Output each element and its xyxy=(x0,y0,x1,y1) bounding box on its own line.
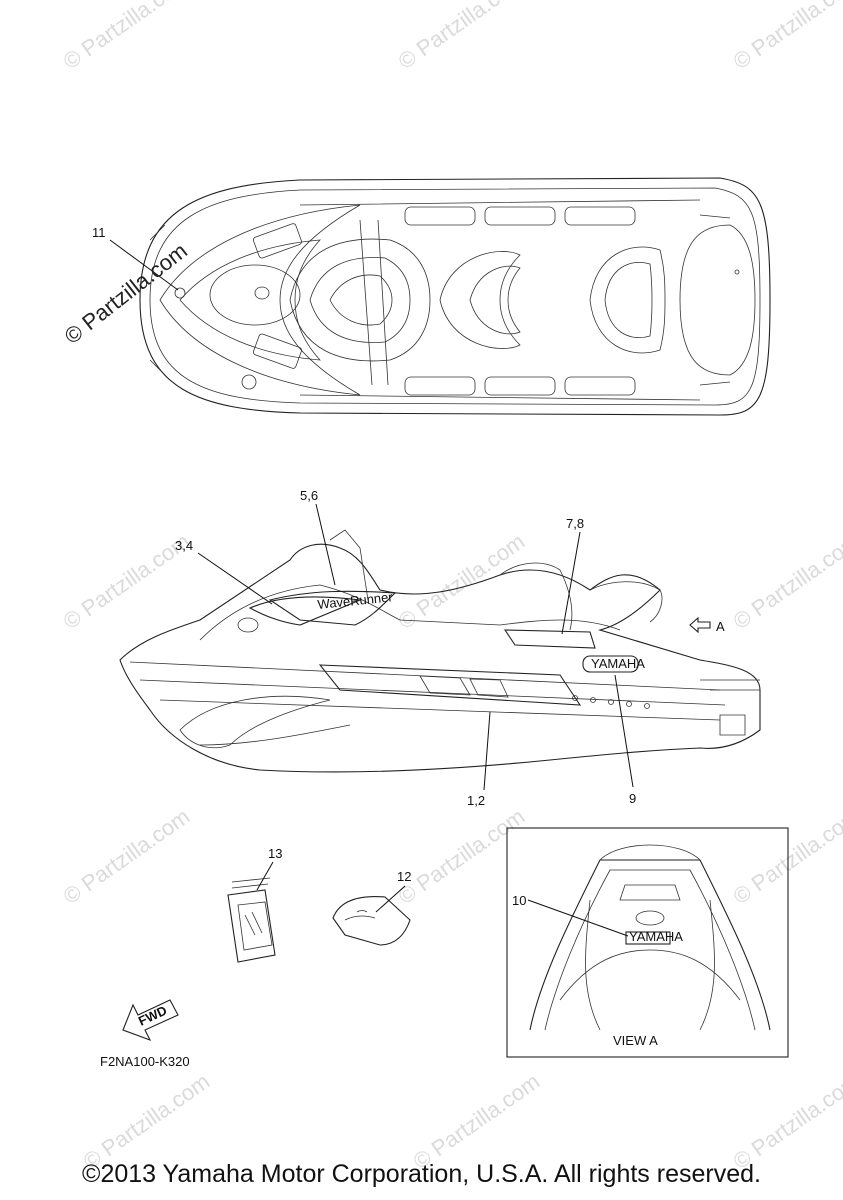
decal-yamaha-side-text: YAMAHA xyxy=(591,656,645,671)
callout-3-4: 3,4 xyxy=(175,538,193,553)
callout-9: 9 xyxy=(629,791,636,806)
decal-waverunner-text: WaveRunner xyxy=(317,589,394,612)
top-view-illustration xyxy=(139,177,771,416)
view-a-label: VIEW A xyxy=(613,1033,658,1048)
decal-sheet-13-illustration xyxy=(227,877,276,963)
watermark-layer: © Partzilla.com © Partzilla.com © Partzi… xyxy=(59,0,843,1174)
decal-front-panel xyxy=(248,596,363,626)
watermark-primary: © Partzilla.com xyxy=(60,238,192,349)
forward-arrow-icon: FWD xyxy=(122,999,179,1041)
decal-waverunner xyxy=(268,590,397,626)
decal-part-12-illustration xyxy=(332,896,411,946)
decal-yamaha-rear-text: YAMAHA xyxy=(629,929,683,944)
watermark-bottom-left: © Partzilla.com xyxy=(79,1069,215,1175)
decal-yamaha-side xyxy=(582,655,639,673)
view-direction-label: A xyxy=(716,619,725,634)
decal-side-stripe xyxy=(318,664,582,706)
diagram-code: F2NA100-K320 xyxy=(100,1054,190,1069)
callout-12: 12 xyxy=(397,869,411,884)
callout-13: 13 xyxy=(268,846,282,861)
watermark-low-right: © Partzilla.com xyxy=(729,804,843,910)
leader-lines xyxy=(109,239,634,937)
watermark-low-left: © Partzilla.com xyxy=(59,804,195,910)
view-direction-arrow-icon xyxy=(689,616,711,634)
watermark-top-mid: © Partzilla.com xyxy=(394,0,530,74)
watermark-bottom-center: © Partzilla.com xyxy=(409,1069,545,1175)
watermark-low-center: © Partzilla.com xyxy=(394,804,530,910)
watermark-mid-right: © Partzilla.com xyxy=(729,529,843,635)
copyright-notice: ©2013 Yamaha Motor Corporation, U.S.A. A… xyxy=(82,1160,761,1188)
callout-10: 10 xyxy=(512,893,526,908)
watermark-mid-center: © Partzilla.com xyxy=(394,529,530,635)
view-a-illustration: YAMAHA xyxy=(529,844,771,1031)
callout-11: 11 xyxy=(92,225,106,240)
watermark-top-right: © Partzilla.com xyxy=(729,0,843,74)
callout-1-2: 1,2 xyxy=(467,793,485,808)
callout-7-8: 7,8 xyxy=(566,516,584,531)
watermark-mid-left: © Partzilla.com xyxy=(59,529,195,635)
watermark-top-left: © Partzilla.com xyxy=(59,0,195,74)
side-view-illustration: WaveRunner YAMAHA xyxy=(119,529,761,773)
view-a-frame xyxy=(506,827,789,1058)
decal-rear-panel xyxy=(503,629,596,649)
watermark-bottom-right: © Partzilla.com xyxy=(729,1069,843,1175)
fwd-label: FWD xyxy=(136,1003,169,1029)
decal-yamaha-rear xyxy=(625,931,671,945)
callout-5-6: 5,6 xyxy=(300,488,318,503)
